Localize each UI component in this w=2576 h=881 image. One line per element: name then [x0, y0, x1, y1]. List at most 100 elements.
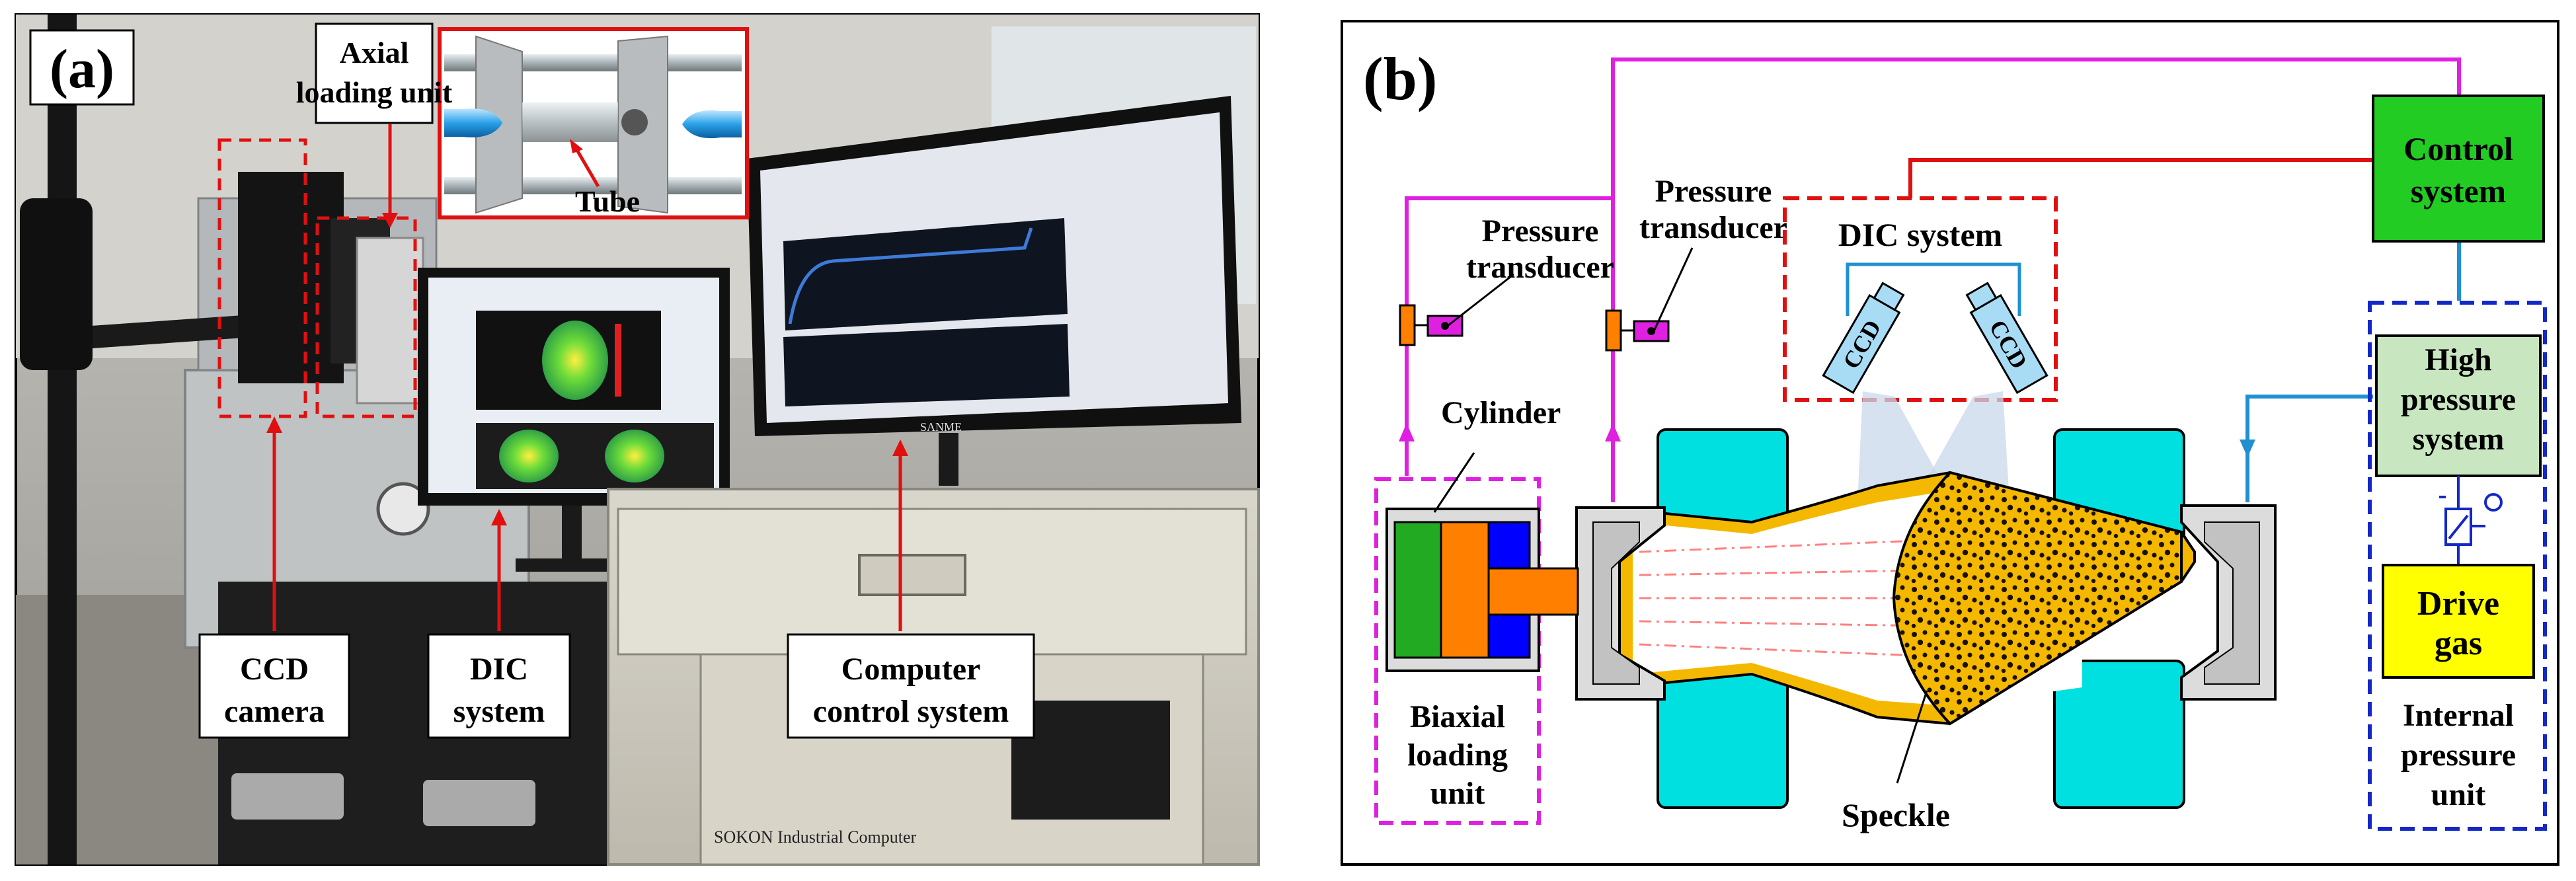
ccd-label-line1: CCD [240, 652, 309, 687]
speckle-label: Speckle [1842, 796, 1950, 833]
dic-arrow-head [491, 509, 507, 525]
ccd-label-box [198, 633, 350, 739]
red-line [1908, 158, 2373, 198]
blue-line-supply [2245, 395, 2373, 502]
dic-strain-field-bottom-2 [605, 430, 664, 482]
control-monitor: SANME [747, 96, 1241, 486]
axial-arrow-head [382, 213, 398, 228]
cylinder-label: Cylinder [1441, 395, 1561, 430]
magenta-line-left [1405, 196, 1613, 476]
magenta-lines [1405, 57, 2461, 502]
computer-arrow-head [892, 440, 908, 456]
case-handle-right [423, 780, 535, 826]
speckle-region [1892, 471, 2183, 726]
internal-pressure-line1: Internal [2403, 698, 2514, 733]
end-plug-right-inner [2204, 521, 2260, 685]
drive-gas-line2: gas [2435, 625, 2482, 662]
drawer-handle [858, 554, 966, 596]
tube-centerlines [1639, 534, 2050, 662]
control-monitor-stand [939, 433, 958, 486]
pressure-transducer-right-dot [1647, 327, 1655, 335]
computer-label-line1: Computer [841, 652, 981, 687]
ccd-label-line2: camera [224, 694, 325, 729]
speckle-leader [1896, 690, 1928, 784]
axial-unit-body [356, 237, 424, 404]
die-bottom-right [2053, 660, 2185, 809]
high-pressure-system-box [2375, 334, 2542, 477]
pt-right-leader [1653, 247, 1694, 332]
inset-tube-bore [621, 109, 648, 135]
axial-label-line1: Axial [340, 36, 409, 69]
dic-label-line2: system [453, 694, 545, 729]
inset-tube [522, 102, 618, 142]
ccd-dashed-box [217, 138, 307, 418]
high-pressure-line3: system [2413, 422, 2505, 457]
dic-system-box [1783, 196, 2058, 402]
dic-label-box [427, 633, 571, 739]
die-bottom-left [1657, 660, 1789, 809]
panel-a-letter-box [29, 29, 135, 106]
computer-label-box [787, 633, 1035, 739]
tripod-head [20, 198, 93, 370]
pt-right-line1: Pressure [1655, 174, 1772, 209]
piston-rod [1487, 567, 1579, 616]
end-plug-left-inner [1592, 521, 1640, 685]
dic-monitor [418, 268, 730, 572]
internal-pressure-line2: pressure [2401, 738, 2516, 773]
drive-gas-box [2382, 564, 2535, 679]
dic-strain-field-bottom [499, 430, 559, 482]
biaxial-line2: loading [1407, 738, 1508, 773]
dic-system-label: DIC system [1838, 216, 2003, 253]
panel-a: SANME SOKON Industrial Computer Tube Ax [15, 13, 1260, 866]
magenta-arrow-right [1605, 423, 1621, 441]
control-system-line2: system [2411, 172, 2506, 210]
dic-monitor-stand [562, 506, 582, 562]
monitor-brand: SANME [920, 420, 962, 434]
regulator-icon [2439, 476, 2503, 565]
ccd-arrow-head [266, 416, 282, 433]
panel-b: (b) Control system High pressure system [1341, 20, 2559, 866]
dic-camera-link [1846, 262, 2021, 316]
inset-cone-left [444, 108, 502, 137]
high-pressure-line2: pressure [2401, 382, 2516, 417]
pt-right-line2: transducer [1639, 210, 1787, 245]
tripod-pole [48, 15, 77, 864]
blue-arrow [2240, 440, 2255, 457]
case-handle-left [231, 773, 344, 820]
pressure-transducer-left-port [1399, 304, 1416, 346]
pt-left-line2: transducer [1466, 250, 1614, 285]
dic-monitor-base [516, 558, 628, 572]
tube-label: Tube [575, 184, 640, 218]
ccd-right-lens [1965, 282, 1998, 311]
cylinder-green [1393, 521, 1442, 659]
dic-colorbar [615, 324, 621, 397]
panel-b-letter: (b) [1363, 45, 1437, 112]
biaxial-line1: Biaxial [1410, 699, 1505, 734]
tube-arrow-head [570, 139, 583, 153]
ccd-right: CCD [1965, 282, 2049, 395]
cylinder-piston [1440, 521, 1490, 659]
inset-cone-right [682, 110, 742, 139]
control-chart-area [783, 218, 1068, 330]
magenta-line-right [1611, 57, 2461, 502]
pt-left-leader [1447, 273, 1514, 327]
pressure-transducer-right-port [1605, 309, 1622, 352]
magenta-arrow-left [1399, 423, 1415, 441]
panel-a-letter: (a) [50, 38, 114, 100]
dic-label-line1: DIC [470, 652, 528, 687]
control-chart-curve [788, 227, 1033, 325]
tube-arrow-line [573, 145, 600, 188]
computer-label-line2: control system [813, 694, 1009, 729]
pressure-transducer-left-dot [1441, 322, 1449, 330]
pressure-gauge [376, 482, 430, 536]
ccd-camera-body [238, 172, 344, 383]
pt-left-line1: Pressure [1482, 213, 1599, 249]
biaxial-line3: unit [1430, 776, 1485, 811]
tube-inset: Tube [438, 27, 749, 219]
industrial-computer-panel [1011, 701, 1170, 820]
internal-pressure-line3: unit [2431, 777, 2486, 812]
control-chart-area-2 [783, 324, 1070, 406]
ccd-left-lens [1873, 282, 1905, 311]
